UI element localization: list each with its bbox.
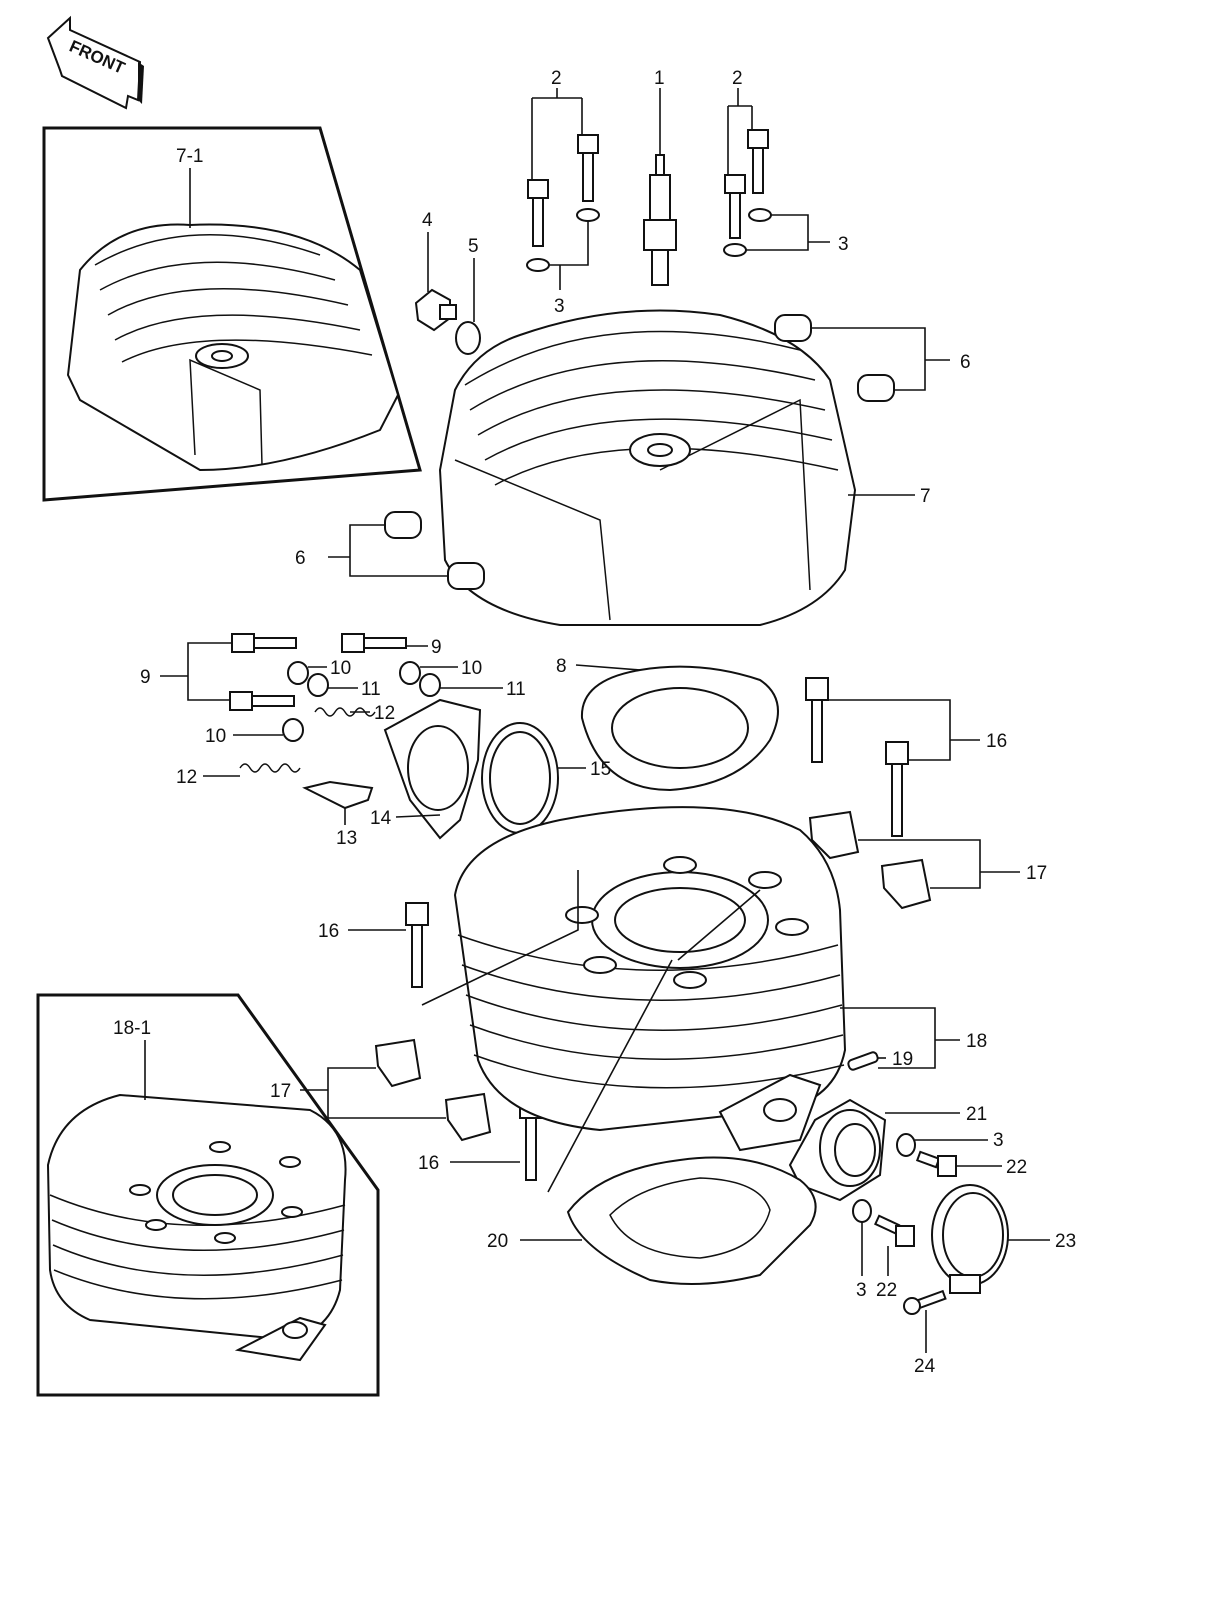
callout-9-left: 9 <box>140 667 151 688</box>
inset-cylinder-18-1 <box>36 993 380 1397</box>
callout-10-b: 10 <box>461 658 482 679</box>
callout-7: 7 <box>920 486 931 507</box>
callout-3-bottom: 3 <box>856 1280 867 1301</box>
callout-17-right: 17 <box>1026 863 1047 884</box>
cylinder <box>453 806 847 1152</box>
callout-23: 23 <box>1055 1231 1076 1252</box>
bracket-13 <box>302 780 374 810</box>
callout-8: 8 <box>556 656 567 677</box>
callout-22-bottom: 22 <box>876 1280 897 1301</box>
bolts-9-washers-10-11 <box>229 633 441 742</box>
callout-19: 19 <box>892 1049 913 1070</box>
callout-9-right: 9 <box>431 637 442 658</box>
callout-10-c: 10 <box>205 726 226 747</box>
callout-21: 21 <box>966 1104 987 1125</box>
hose-clamp-23 <box>931 1184 1009 1294</box>
callout-11-b: 11 <box>506 679 526 700</box>
callout-20: 20 <box>487 1231 508 1252</box>
front-direction-arrow: FRONT <box>46 15 144 110</box>
callout-17-left: 17 <box>270 1081 291 1102</box>
base-gasket-20 <box>566 1156 817 1285</box>
callout-24: 24 <box>914 1356 936 1377</box>
callout-6-right: 6 <box>960 352 971 373</box>
callout-2-right: 2 <box>732 68 743 89</box>
callout-6-left: 6 <box>295 548 306 569</box>
inset-cylinder-head-7-1 <box>42 126 422 502</box>
callout-2-left: 2 <box>551 68 562 89</box>
callout-16-right: 16 <box>986 731 1007 752</box>
callout-16-left: 16 <box>318 921 339 942</box>
callout-3-left: 3 <box>554 296 565 317</box>
callout-5: 5 <box>468 236 479 257</box>
head-gasket-8 <box>580 665 779 792</box>
callout-12-a: 12 <box>374 703 395 724</box>
leader-lines <box>144 88 1050 1353</box>
callout-3-right: 3 <box>838 234 849 255</box>
locating-pin-19 <box>847 1051 879 1071</box>
callout-7-1: 7-1 <box>176 146 203 167</box>
cylinder-head <box>438 309 857 626</box>
springs-12 <box>239 707 376 773</box>
head-bolts-2 <box>527 129 769 247</box>
callout-3-lower-right: 3 <box>993 1130 1004 1151</box>
callout-16-lower: 16 <box>418 1153 439 1174</box>
exhaust-flange-14 <box>383 698 482 840</box>
washer-5 <box>455 321 481 355</box>
o-ring-15 <box>481 722 559 834</box>
plug-bolt-4 <box>414 288 457 332</box>
washer-3-lower-a <box>896 1133 916 1157</box>
studs-16 <box>405 677 909 1181</box>
intake-manifold-21 <box>788 1098 887 1202</box>
callout-14: 14 <box>370 808 392 829</box>
callout-22-right: 22 <box>1006 1157 1027 1178</box>
callout-labels: 1 2 2 3 3 3 3 4 5 6 6 7 7-1 8 9 9 10 10 … <box>113 68 1076 1377</box>
callout-18: 18 <box>966 1031 987 1052</box>
callout-18-1: 18-1 <box>113 1018 151 1039</box>
callout-13: 13 <box>336 828 357 849</box>
rubber-dampers-17 <box>374 810 932 1142</box>
callout-12-b: 12 <box>176 767 197 788</box>
callout-11-a: 11 <box>361 679 381 700</box>
washer-3-lower-b <box>852 1199 872 1223</box>
callout-1: 1 <box>654 68 665 89</box>
bolts-22 <box>874 1150 957 1247</box>
callout-15: 15 <box>590 759 611 780</box>
spark-plug <box>643 154 677 286</box>
callout-10-a: 10 <box>330 658 351 679</box>
callout-4: 4 <box>422 210 433 231</box>
clamp-screw-24 <box>903 1289 947 1315</box>
